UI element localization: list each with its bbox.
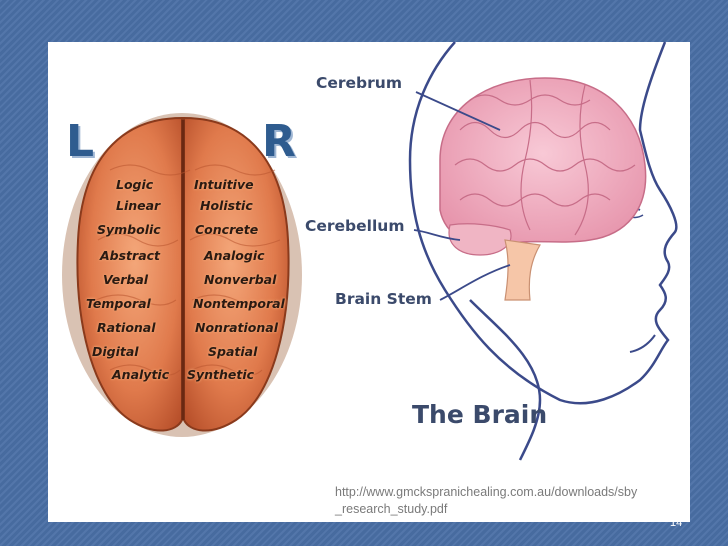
cerebrum-shape xyxy=(439,77,647,247)
brain-title: The Brain xyxy=(412,400,548,429)
right-trait: Spatial xyxy=(208,344,258,359)
left-trait: Linear xyxy=(116,198,161,213)
source-line-1: http://www.gmckspranichealing.com.au/dow… xyxy=(335,485,638,499)
cerebrum-label: Cerebrum xyxy=(316,74,402,92)
right-trait: Nonverbal xyxy=(204,272,277,287)
left-trait: Rational xyxy=(97,320,156,335)
right-trait: Nonrational xyxy=(195,320,279,335)
left-trait: Logic xyxy=(116,177,154,192)
left-trait: Analytic xyxy=(112,367,170,382)
left-trait: Temporal xyxy=(86,296,151,311)
left-trait: Abstract xyxy=(100,248,161,263)
right-hemisphere-letter: R xyxy=(262,116,296,167)
right-trait: Concrete xyxy=(195,222,259,237)
source-line-2: _research_study.pdf xyxy=(335,502,448,516)
brain-stem-shape xyxy=(504,239,541,301)
right-hemisphere xyxy=(183,116,290,432)
head-outline xyxy=(408,41,678,405)
page-number: 14 xyxy=(670,517,683,529)
left-trait: Digital xyxy=(92,344,139,359)
left-hemisphere xyxy=(76,116,183,432)
cerebellum-shape xyxy=(448,223,512,256)
source-citation: http://www.gmckspranichealing.com.au/dow… xyxy=(335,484,685,518)
right-trait: Nontemporal xyxy=(193,296,285,311)
left-trait: Verbal xyxy=(103,272,149,287)
right-trait: Intuitive xyxy=(194,177,254,192)
right-trait: Synthetic xyxy=(187,367,255,382)
right-trait: Holistic xyxy=(200,198,253,213)
left-hemisphere-letter: L xyxy=(66,116,95,167)
left-trait: Symbolic xyxy=(97,222,161,237)
right-trait: Analogic xyxy=(204,248,265,263)
brain-stem-label: Brain Stem xyxy=(335,290,432,308)
cerebellum-label: Cerebellum xyxy=(305,217,405,235)
